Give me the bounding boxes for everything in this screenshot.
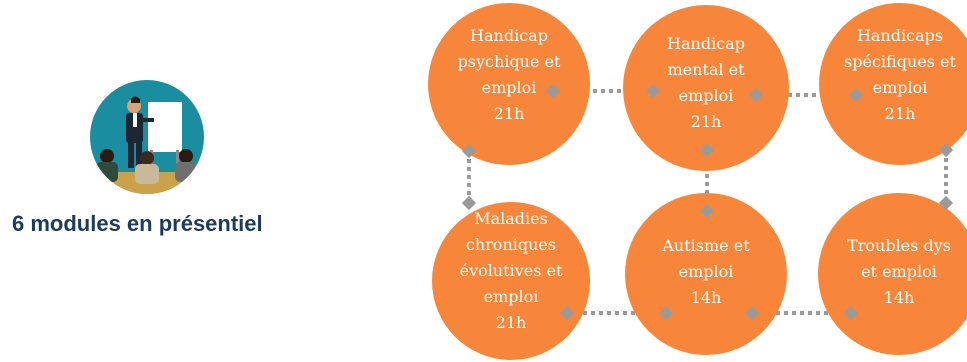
module-label: Handicap psychique et emploi 21h: [457, 26, 561, 123]
module-circle-maladies: Maladies chroniques évolutives et emploi…: [432, 202, 590, 360]
module-label: Maladies chroniques évolutives et emploi…: [459, 209, 563, 332]
module-circle-dys: Troubles dys et emploi 14h: [818, 193, 967, 355]
module-circle-autisme: Autisme et emploi 14h: [625, 193, 787, 355]
module-circle-psychique: Handicap psychique et emploi 21h: [428, 3, 590, 165]
page-title: 6 modules en présentiel: [12, 211, 263, 236]
module-label: Troubles dys et emploi 14h: [847, 236, 951, 307]
module-circle-specifiques: Handicaps spécifiques et emploi 21h: [819, 3, 967, 165]
module-label: Handicap mental et emploi 21h: [667, 34, 745, 131]
module-label: Handicaps spécifiques et emploi 21h: [844, 26, 956, 123]
module-label: Autisme et emploi 14h: [662, 236, 750, 307]
presenter-icon: [90, 80, 204, 194]
